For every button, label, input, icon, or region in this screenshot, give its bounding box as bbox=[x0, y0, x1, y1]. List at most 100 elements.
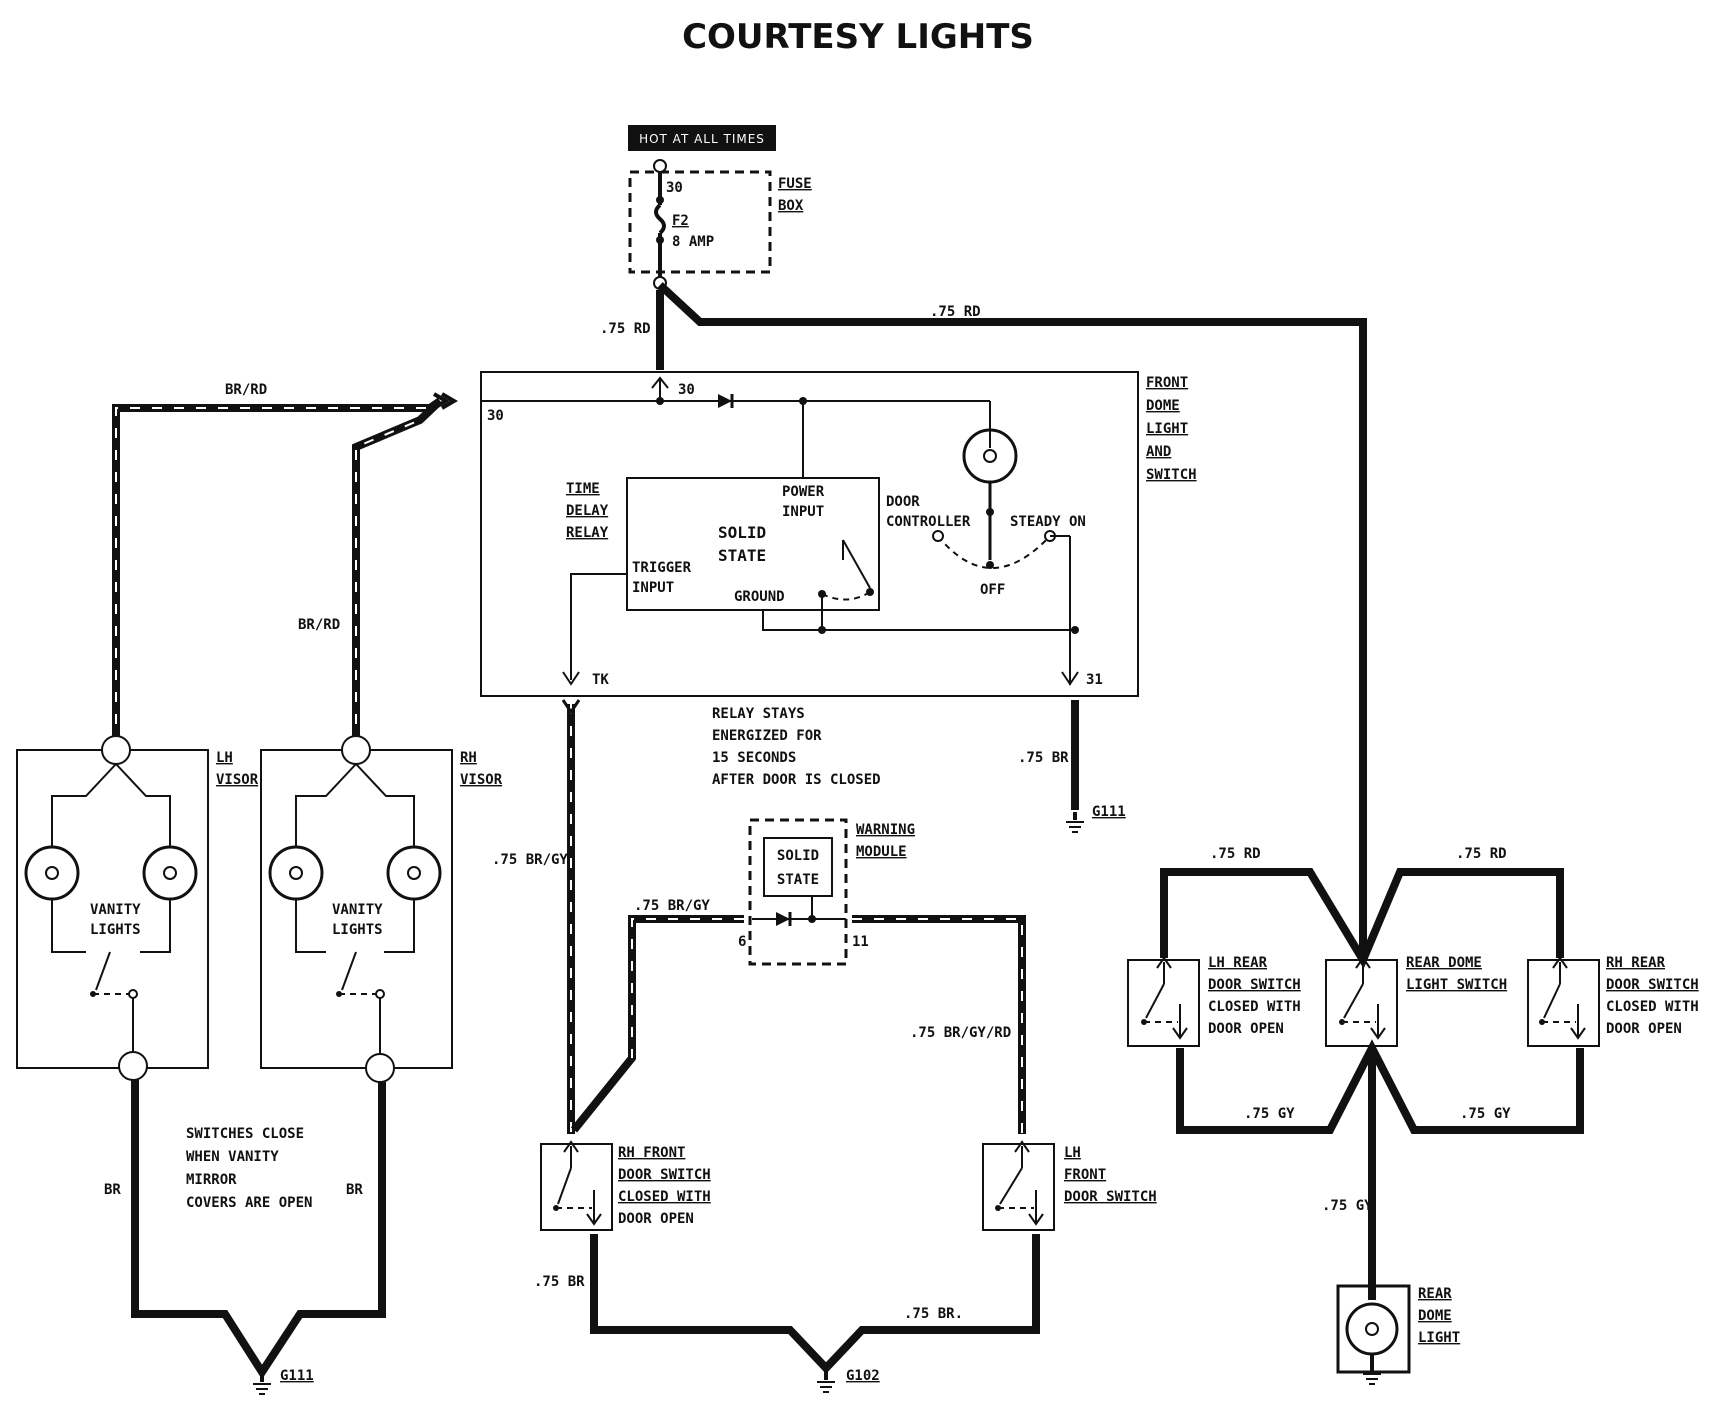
svg-text:MODULE: MODULE bbox=[856, 844, 907, 860]
diagram-title: COURTESY LIGHTS bbox=[682, 17, 1034, 57]
svg-text:RELAY: RELAY bbox=[566, 525, 609, 541]
fuse-rating: 8 AMP bbox=[672, 234, 714, 250]
label-br-rd-top: BR/RD bbox=[225, 382, 267, 398]
warning-module: SOLID STATE 6 11 WARNING MODULE bbox=[738, 818, 915, 966]
svg-text:ENERGIZED FOR: ENERGIZED FOR bbox=[712, 728, 822, 744]
svg-text:LIGHT SWITCH: LIGHT SWITCH bbox=[1406, 977, 1507, 993]
lh-visor: LH VISOR VANITY LIGHTS bbox=[16, 735, 259, 1081]
svg-text:LH REAR: LH REAR bbox=[1208, 955, 1268, 971]
svg-text:LIGHT: LIGHT bbox=[1146, 421, 1188, 437]
relay-note: RELAY STAYS ENERGIZED FOR 15 SECONDS AFT… bbox=[712, 706, 881, 788]
rear-dome-light: REAR DOME LIGHT bbox=[1336, 1284, 1460, 1385]
svg-text:REAR: REAR bbox=[1418, 1286, 1452, 1302]
svg-text:CLOSED WITH: CLOSED WITH bbox=[1606, 999, 1699, 1015]
svg-text:FRONT: FRONT bbox=[1064, 1167, 1106, 1183]
svg-text:DOOR OPEN: DOOR OPEN bbox=[1606, 1021, 1682, 1037]
svg-text:LIGHTS: LIGHTS bbox=[332, 922, 383, 938]
dome-terminal-30-left: 30 bbox=[487, 408, 504, 424]
label-br-gy: .75 BR/GY bbox=[492, 852, 568, 868]
fuse-terminal-30: 30 bbox=[666, 180, 683, 196]
svg-text:DOOR OPEN: DOOR OPEN bbox=[1208, 1021, 1284, 1037]
rear-dome-light-switch: REAR DOME LIGHT SWITCH bbox=[1325, 955, 1507, 1047]
svg-text:DELAY: DELAY bbox=[566, 503, 609, 519]
wire-br-rd-rh bbox=[352, 398, 443, 746]
switch-note: SWITCHES CLOSE WHEN VANITY MIRROR COVERS… bbox=[186, 1126, 312, 1211]
label-rd-rear-left: .75 RD bbox=[1210, 846, 1261, 862]
rear-dome-bulb-icon bbox=[1345, 1302, 1399, 1356]
svg-text:VISOR: VISOR bbox=[216, 772, 259, 788]
fuse-name: F2 bbox=[672, 213, 689, 229]
label-rd-right: .75 RD bbox=[930, 304, 981, 320]
wire-br-rd-lh bbox=[112, 397, 443, 746]
svg-text:CLOSED WITH: CLOSED WITH bbox=[1208, 999, 1301, 1015]
svg-text:AFTER DOOR IS CLOSED: AFTER DOOR IS CLOSED bbox=[712, 772, 881, 788]
label-br-gy-module: .75 BR/GY bbox=[634, 898, 710, 914]
time-delay-label: TIME DELAY RELAY bbox=[566, 481, 609, 541]
svg-text:LH: LH bbox=[216, 750, 233, 766]
solid-state-label: SOLID STATE bbox=[718, 523, 766, 565]
label-br-left: .75 BR bbox=[534, 1274, 585, 1290]
label-br-gy-rd: .75 BR/GY/RD bbox=[910, 1025, 1011, 1041]
hot-label: HOT AT ALL TIMES bbox=[639, 132, 765, 146]
trigger-input-label: TRIGGER INPUT bbox=[632, 560, 692, 596]
svg-text:STATE: STATE bbox=[777, 872, 819, 888]
hot-label-box bbox=[628, 125, 776, 151]
label-br-right: .75 BR. bbox=[904, 1306, 963, 1322]
svg-text:DOOR OPEN: DOOR OPEN bbox=[618, 1211, 694, 1227]
lh-front-door-switch: LH FRONT DOOR SWITCH bbox=[982, 1140, 1157, 1231]
svg-text:RH FRONT: RH FRONT bbox=[618, 1145, 685, 1161]
svg-text:RELAY STAYS: RELAY STAYS bbox=[712, 706, 805, 722]
svg-text:DOOR SWITCH: DOOR SWITCH bbox=[1606, 977, 1699, 993]
svg-text:INPUT: INPUT bbox=[632, 580, 674, 596]
module-diode-icon bbox=[776, 912, 790, 926]
svg-text:6: 6 bbox=[738, 934, 746, 950]
dome-switch-arc bbox=[937, 535, 1051, 569]
svg-text:SOLID: SOLID bbox=[777, 848, 819, 864]
rh-visor: RH VISOR VANITY LIGHTS bbox=[260, 735, 503, 1083]
svg-text:WHEN VANITY: WHEN VANITY bbox=[186, 1149, 279, 1165]
svg-text:DOOR: DOOR bbox=[886, 494, 920, 510]
svg-text:VISOR: VISOR bbox=[460, 772, 503, 788]
fuse-box: 30 F2 8 AMP FUSE BOX bbox=[628, 159, 812, 290]
svg-text:RH REAR: RH REAR bbox=[1606, 955, 1666, 971]
svg-text:SWITCH: SWITCH bbox=[1146, 467, 1197, 483]
wire-gy-rear bbox=[1176, 1039, 1584, 1134]
svg-text:LIGHT: LIGHT bbox=[1418, 1330, 1460, 1346]
svg-text:INPUT: INPUT bbox=[782, 504, 824, 520]
steady-on-label: STEADY ON bbox=[1010, 514, 1086, 530]
svg-text:SOLID: SOLID bbox=[718, 523, 766, 542]
g111-visor-label: G111 bbox=[280, 1368, 314, 1384]
g102-label: G102 bbox=[846, 1368, 880, 1384]
label-br-ground: .75 BR bbox=[1018, 750, 1069, 766]
rh-front-door-switch: RH FRONT DOOR SWITCH CLOSED WITH DOOR OP… bbox=[540, 1140, 711, 1231]
label-br-visor-right: BR bbox=[346, 1182, 363, 1198]
svg-text:STATE: STATE bbox=[718, 546, 766, 565]
svg-text:REAR DOME: REAR DOME bbox=[1406, 955, 1482, 971]
wire-br-gy-module bbox=[570, 915, 744, 1133]
svg-text:SWITCHES CLOSE: SWITCHES CLOSE bbox=[186, 1126, 304, 1142]
wire-rd-right bbox=[657, 282, 1367, 960]
terminal-tk: TK bbox=[592, 672, 609, 688]
svg-text:AND: AND bbox=[1146, 444, 1171, 460]
label-br-rd-mid: BR/RD bbox=[298, 617, 340, 633]
svg-text:COVERS ARE OPEN: COVERS ARE OPEN bbox=[186, 1195, 312, 1211]
svg-text:VANITY: VANITY bbox=[332, 902, 383, 918]
fuse-box-label-2: BOX bbox=[778, 198, 804, 214]
rh-vanity-bulb-right-icon bbox=[386, 845, 442, 901]
svg-text:11: 11 bbox=[852, 934, 869, 950]
svg-text:WARNING: WARNING bbox=[856, 822, 915, 838]
lh-rear-door-switch: LH REAR DOOR SWITCH CLOSED WITH DOOR OPE… bbox=[1127, 955, 1301, 1047]
relay-switch-icon bbox=[842, 539, 871, 589]
ground-g111-visor-icon bbox=[253, 1374, 271, 1395]
label-br-visor-left: BR bbox=[104, 1182, 121, 1198]
front-dome-box bbox=[480, 371, 1139, 697]
terminal-31: 31 bbox=[1086, 672, 1103, 688]
svg-text:CONTROLLER: CONTROLLER bbox=[886, 514, 971, 530]
svg-text:TRIGGER: TRIGGER bbox=[632, 560, 692, 576]
svg-text:TIME: TIME bbox=[566, 481, 600, 497]
ground-g111-relay-icon bbox=[1066, 812, 1084, 833]
rh-rear-door-switch: RH REAR DOOR SWITCH CLOSED WITH DOOR OPE… bbox=[1527, 955, 1699, 1047]
svg-text:RH: RH bbox=[460, 750, 477, 766]
